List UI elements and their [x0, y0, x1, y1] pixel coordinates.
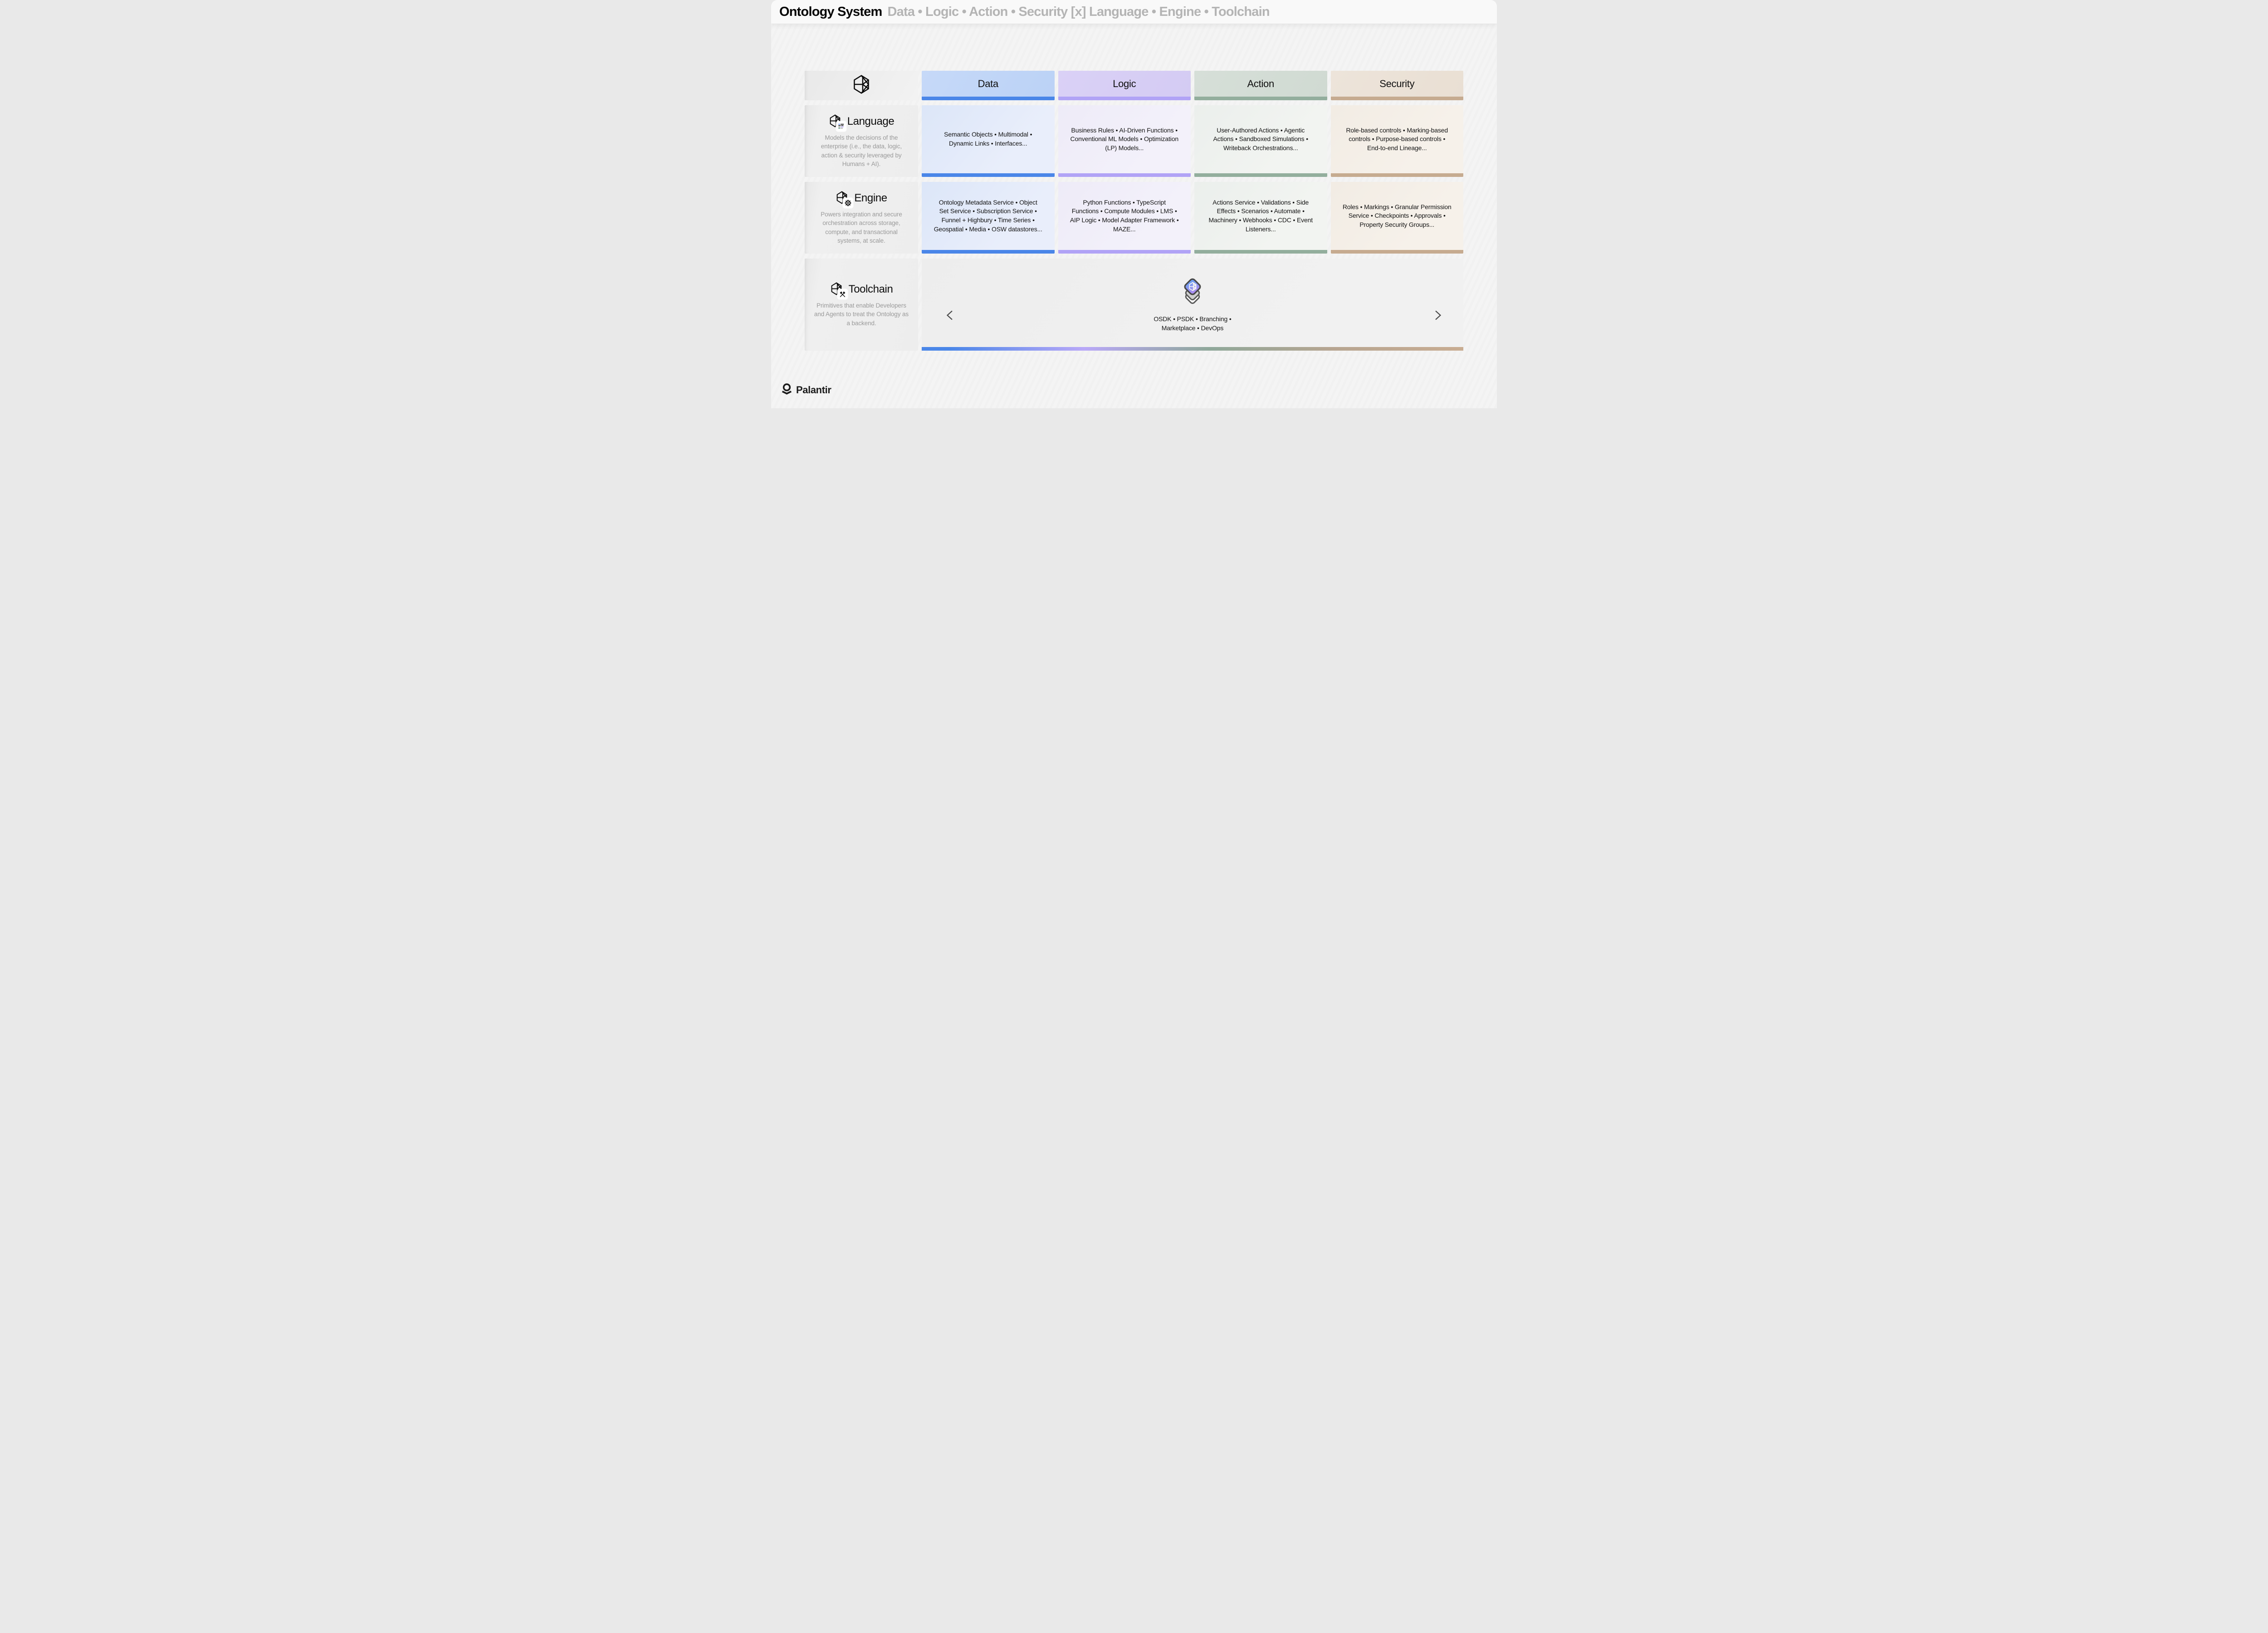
cell-text: Roles • Markings • Granular Permission S… [1342, 203, 1452, 228]
column-header-data: Data [922, 71, 1055, 100]
cell-text: User-Authored Actions • Agentic Actions … [1213, 126, 1309, 152]
page: Ontology System Data • Logic • Action • … [771, 0, 1497, 408]
row-title: Engine [854, 192, 887, 205]
layered-stack-icon [1179, 277, 1206, 307]
row-label-language: Language Models the decisions of the ent… [805, 105, 918, 177]
column-header-label: Action [1247, 78, 1275, 89]
toolchain-icon [830, 282, 847, 299]
cell-text: Business Rules • AI-Driven Functions • C… [1070, 126, 1178, 152]
cell-text: Python Functions • TypeScript Functions … [1070, 198, 1179, 233]
page-subtitle: Data • Logic • Action • Security [x] Lan… [887, 4, 1270, 19]
row-description: Powers integration and secure orchestrat… [821, 211, 902, 244]
cell-engine-data: Ontology Metadata Service • Object Set S… [922, 182, 1055, 254]
cell-engine-logic: Python Functions • TypeScript Functions … [1058, 182, 1191, 254]
crossed-hammers-icon [837, 289, 847, 299]
language-icon [829, 114, 846, 132]
corner-cell [805, 71, 918, 100]
column-header-label: Logic [1113, 78, 1136, 89]
column-header-label: Data [978, 78, 999, 89]
ontology-matrix: Data Logic Action Security [805, 71, 1463, 351]
toolchain-gradient-border [922, 347, 1463, 351]
brand-wordmark: Palantir [796, 384, 831, 396]
cell-text: Ontology Metadata Service • Object Set S… [934, 198, 1042, 233]
row-title: Toolchain [848, 283, 893, 296]
row-title: Language [847, 115, 894, 128]
palantir-logo-icon [781, 383, 792, 397]
column-header-label: Security [1379, 78, 1415, 89]
cell-text: Actions Service • Validations • Side Eff… [1208, 198, 1313, 233]
column-header-logic: Logic [1058, 71, 1191, 100]
footer: Palantir [781, 383, 831, 397]
column-header-action: Action [1194, 71, 1327, 100]
document-lines-icon [836, 122, 846, 132]
row-description: Models the decisions of the enterprise (… [821, 134, 902, 167]
row-description: Primitives that enable Developers and Ag… [814, 302, 909, 327]
cell-text: Role-based controls • Marking-based cont… [1346, 126, 1448, 152]
cell-text: Semantic Objects • Multimodal • Dynamic … [944, 131, 1032, 147]
arrow-right-icon [1242, 309, 1443, 321]
toolchain-span-text: OSDK • PSDK • Branching • Marketplace • … [1154, 315, 1232, 332]
cell-language-data: Semantic Objects • Multimodal • Dynamic … [922, 105, 1055, 177]
cell-language-action: User-Authored Actions • Agentic Actions … [1194, 105, 1327, 177]
page-title: Ontology System [779, 4, 882, 19]
row-label-toolchain: Toolchain Primitives that enable Develop… [805, 259, 918, 351]
cell-engine-action: Actions Service • Validations • Side Eff… [1194, 182, 1327, 254]
arrow-left-icon [944, 309, 1146, 321]
gear-icon [843, 198, 853, 208]
top-header-bar: Ontology System Data • Logic • Action • … [771, 0, 1497, 24]
ontology-icon [852, 74, 871, 97]
cell-toolchain-span: OSDK • PSDK • Branching • Marketplace • … [922, 259, 1463, 351]
cell-engine-security: Roles • Markings • Granular Permission S… [1330, 182, 1463, 254]
row-label-engine: Engine Powers integration and secure orc… [805, 182, 918, 254]
cell-language-logic: Business Rules • AI-Driven Functions • C… [1058, 105, 1191, 177]
engine-icon [836, 191, 853, 208]
cell-language-security: Role-based controls • Marking-based cont… [1330, 105, 1463, 177]
column-header-security: Security [1330, 71, 1463, 100]
